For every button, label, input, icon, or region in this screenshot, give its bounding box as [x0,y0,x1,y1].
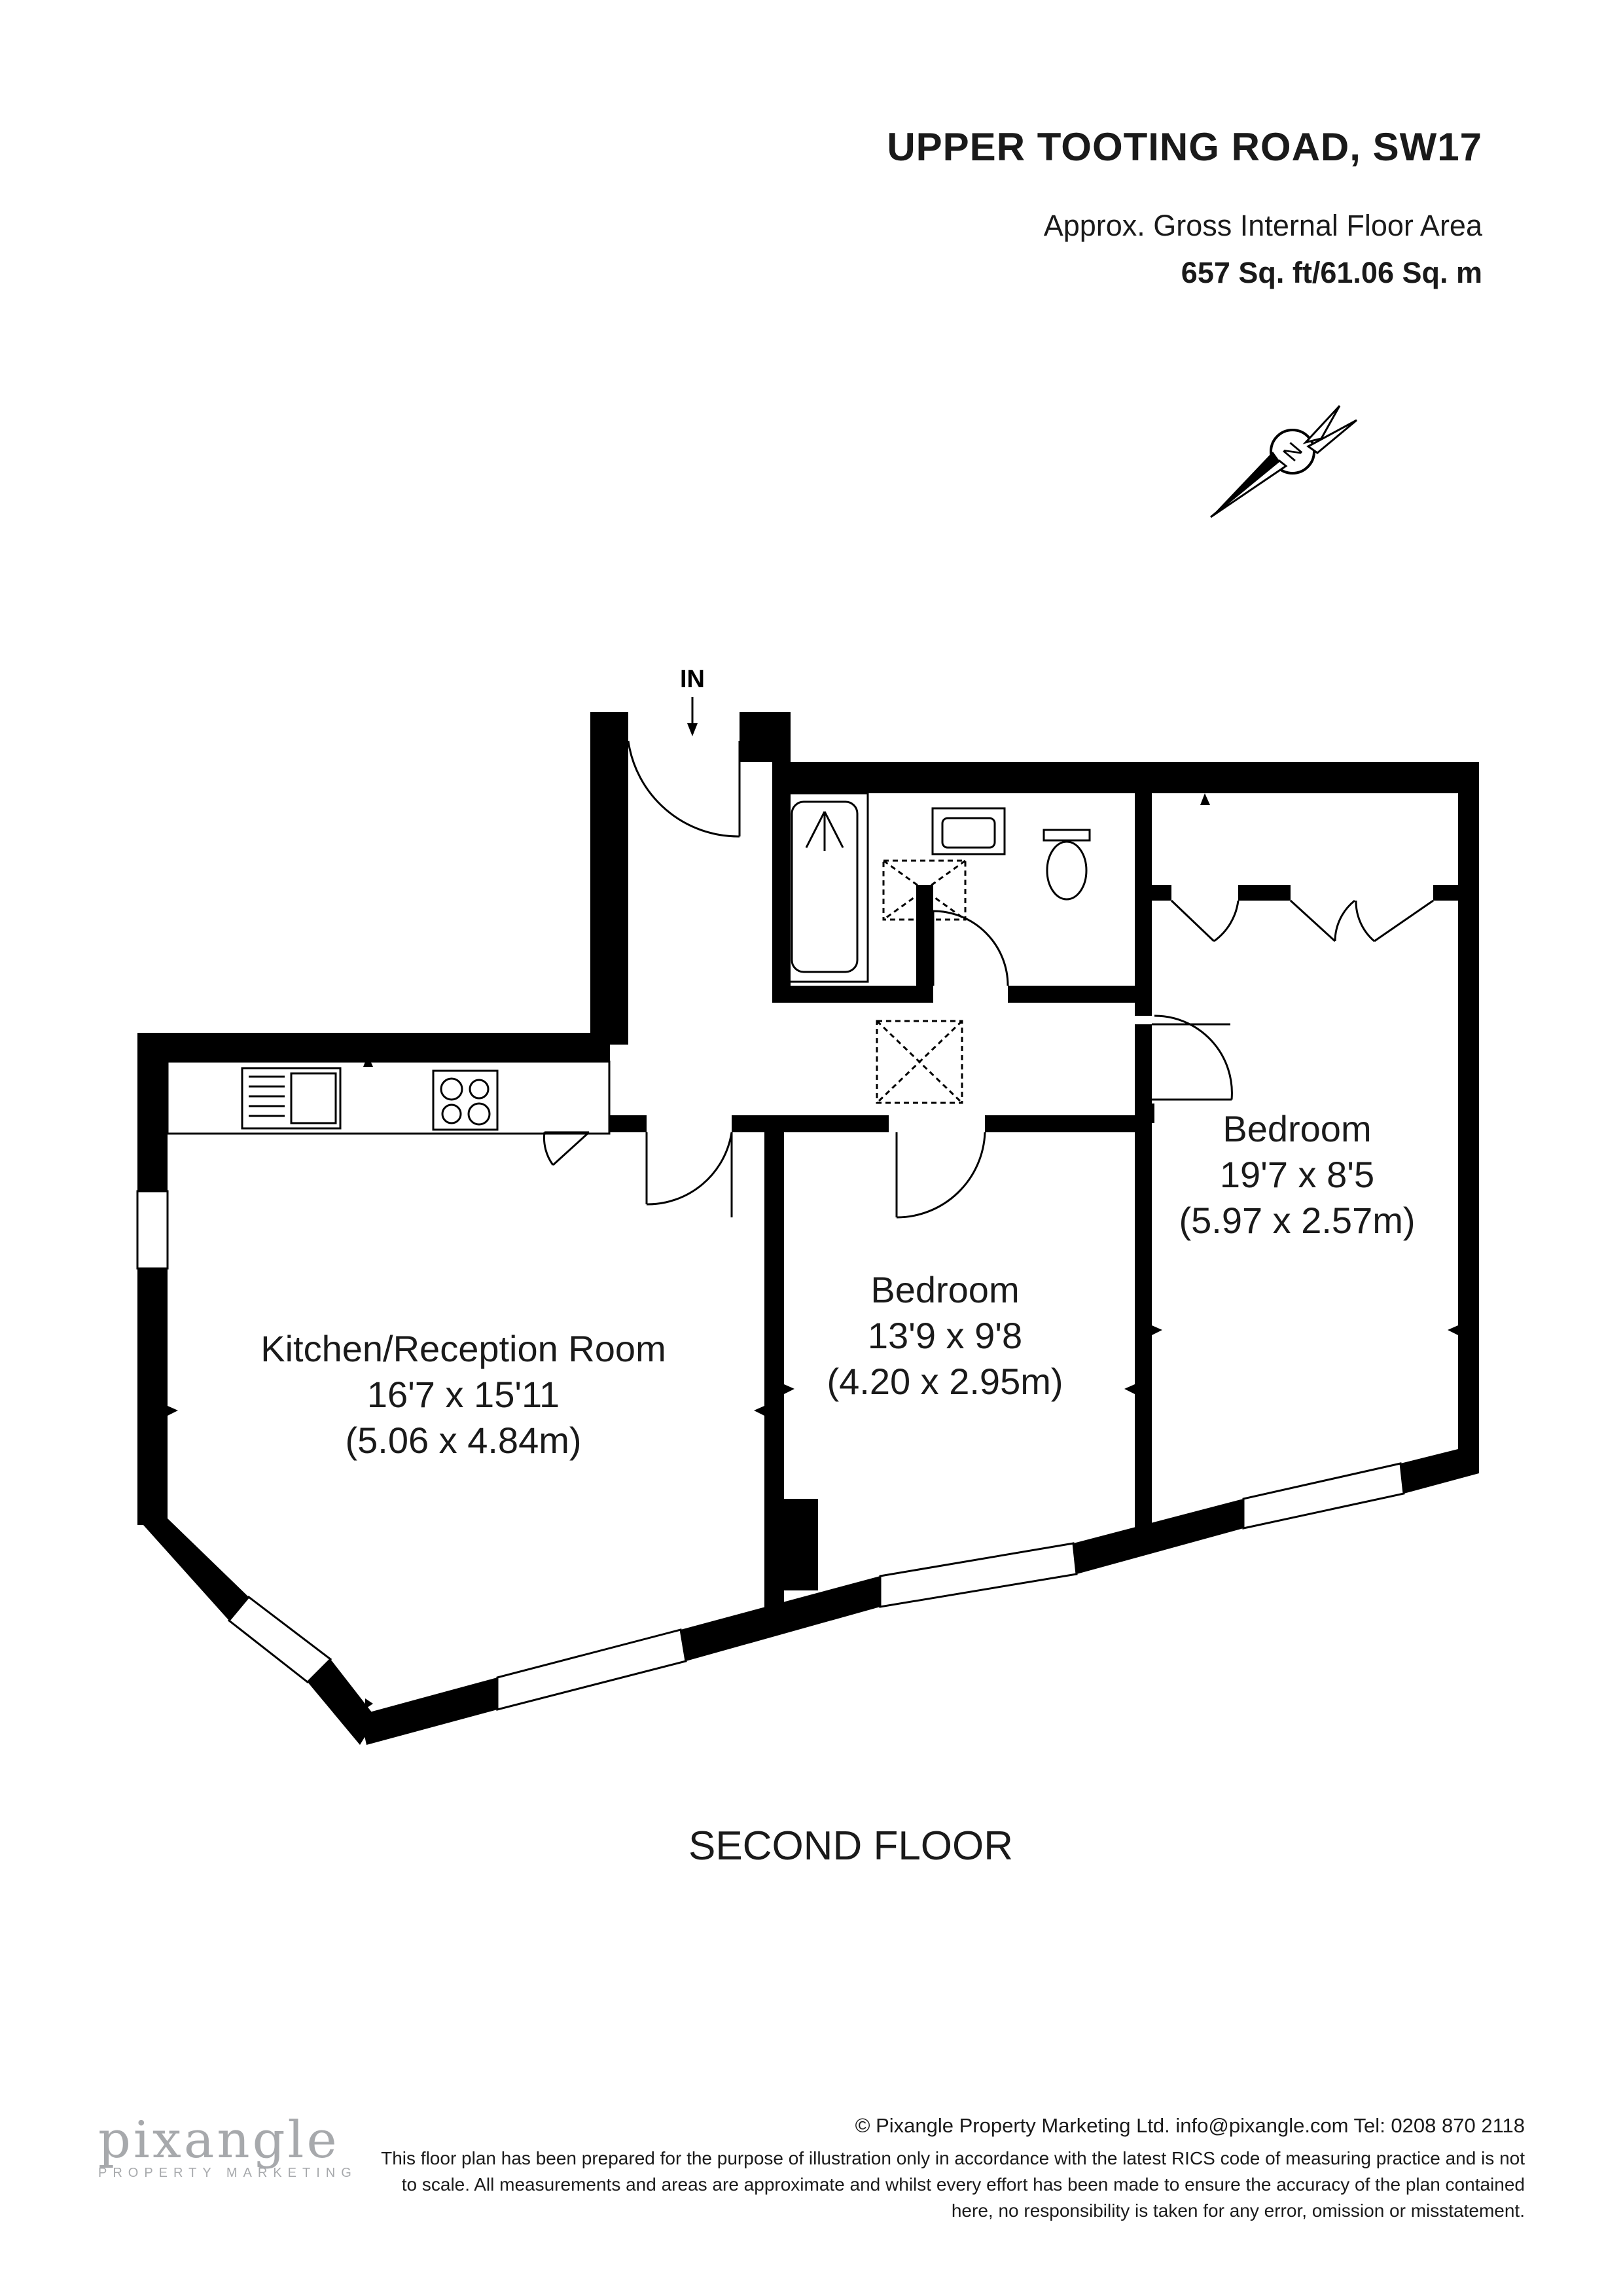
compass-icon: N [1210,404,1357,518]
bathtub-icon [781,792,869,983]
windows [136,1190,1405,1711]
basin-icon [931,807,1006,855]
toilet-icon [1043,829,1091,901]
floor-area-label: Approx. Gross Internal Floor Area [1043,209,1482,242]
exterior-walls [137,712,1479,1745]
room-bedroom-middle: Bedroom 13'9 x 9'8 (4.20 x 2.95m) [827,1269,1063,1402]
entrance-label: IN [680,666,705,693]
floor-label: SECOND FLOOR [688,1823,1014,1869]
floor-area-value: 657 Sq. ft/61.06 Sq. m [1181,256,1482,289]
door-swings [543,740,1434,1219]
room-name: Bedroom [1222,1108,1371,1149]
worktop [166,1060,611,1135]
dimension-arrows [168,793,1458,1709]
copyright-line: © Pixangle Property Marketing Ltd. info@… [855,2114,1525,2137]
room-size-metric: (5.97 x 2.57m) [1179,1200,1415,1241]
kitchen-fixtures [166,1060,611,1135]
plan-header: UPPER TOOTING ROAD, SW17 Approx. Gross I… [887,124,1482,290]
room-size-imperial: 19'7 x 8'5 [1220,1154,1374,1195]
property-title: UPPER TOOTING ROAD, SW17 [887,125,1482,169]
room-name: Bedroom [870,1269,1019,1310]
sink-icon [241,1067,342,1130]
bathroom-fixtures [781,792,1091,1104]
room-size-metric: (4.20 x 2.95m) [827,1361,1063,1402]
compass-north-letter: N [1278,438,1308,466]
room-size-metric: (5.06 x 4.84m) [345,1420,581,1461]
room-kitchen-reception: Kitchen/Reception Room 16'7 x 15'11 (5.0… [260,1328,666,1461]
room-name: Kitchen/Reception Room [260,1328,666,1369]
disclaimer-text: This floor plan has been prepared for th… [381,2148,1525,2221]
pixangle-logo: pixangle PROPERTY MARKETING [98,2111,357,2181]
room-size-imperial: 13'9 x 9'8 [868,1315,1022,1356]
logo-subtitle: PROPERTY MARKETING [98,2166,357,2180]
room-size-imperial: 16'7 x 15'11 [367,1374,560,1415]
room-bedroom-right: Bedroom 19'7 x 8'5 (5.97 x 2.57m) [1179,1108,1415,1241]
entrance-arrow-icon [687,697,698,736]
logo-wordmark: pixangle [98,2111,340,2170]
hob-icon [432,1069,499,1131]
interior-walls [610,793,1458,1619]
